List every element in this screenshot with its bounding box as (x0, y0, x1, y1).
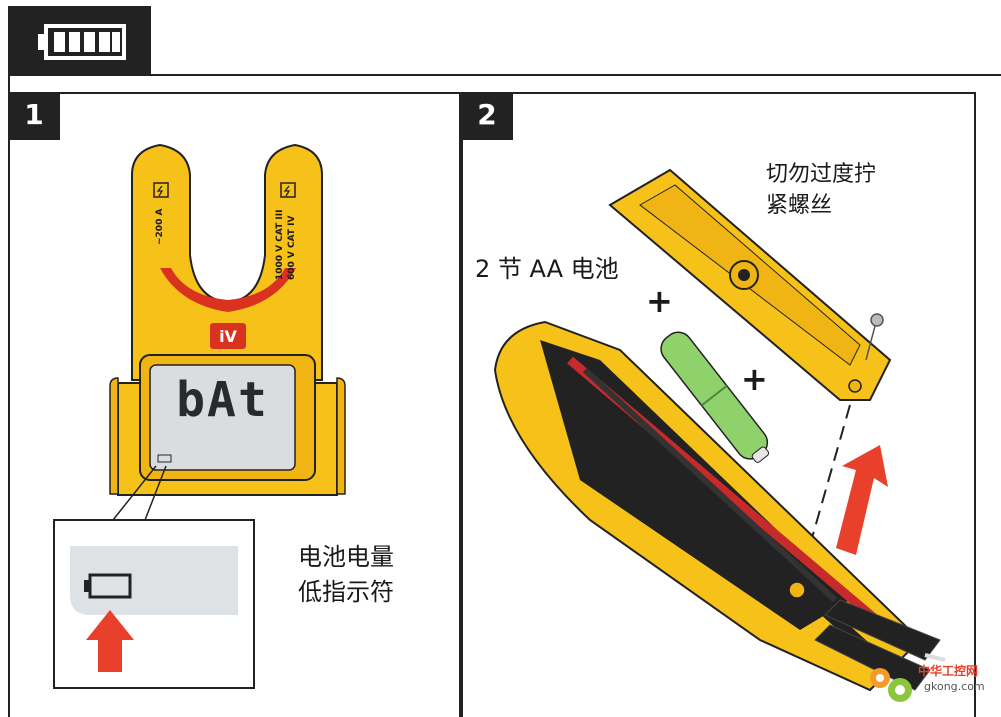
header-tab (8, 6, 151, 74)
clamp-meter-illustration: iV (53, 143, 346, 689)
gear-icon (870, 668, 912, 702)
step-2-badge: 2 (461, 92, 513, 140)
battery-label: 2 节 AA 电池 (475, 255, 619, 283)
plus-sign-2: + (741, 360, 768, 398)
step-1-badge: 1 (8, 92, 60, 140)
lcd-display-text: bAt (176, 372, 269, 428)
battery-full-icon (38, 24, 126, 60)
watermark: 中华工控网 gkong.com (866, 660, 996, 710)
screw-label-line2: 紧螺丝 (766, 193, 833, 218)
low-battery-caption-line2: 低指示符 (298, 578, 394, 606)
header-rule (8, 74, 1001, 76)
watermark-text-2: gkong.com (924, 680, 985, 693)
low-battery-caption-line1: 电池电量 (298, 543, 394, 571)
svg-text:iV: iV (219, 327, 237, 346)
plus-sign-1: + (646, 282, 673, 320)
screw-label-line1: 切勿过度拧 (766, 162, 877, 187)
watermark-text-1: 中华工控网 (918, 664, 979, 678)
